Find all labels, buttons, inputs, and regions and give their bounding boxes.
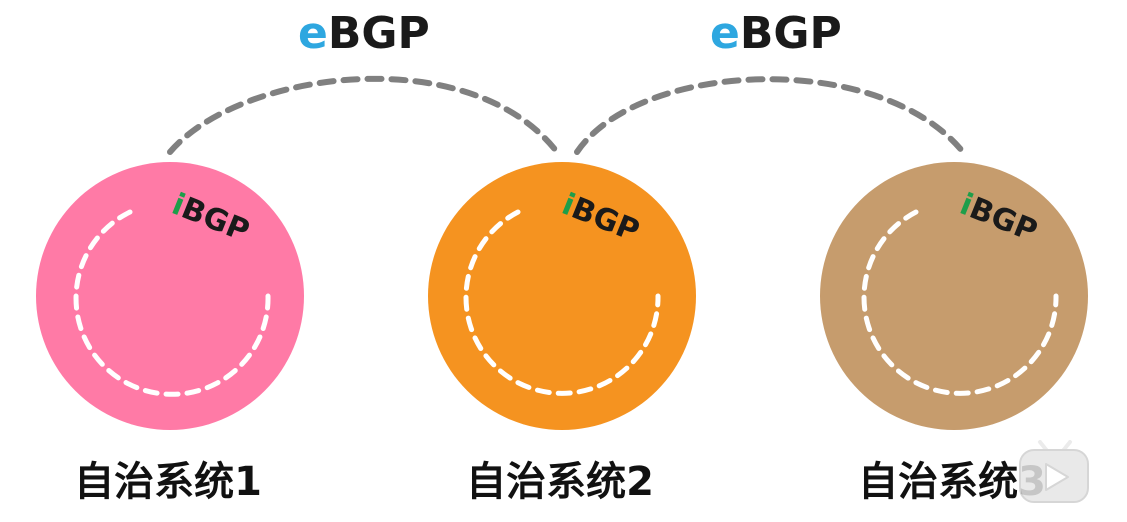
ebgp-link-1-2 [167, 75, 560, 155]
autonomous-system-1: iBGP [36, 162, 304, 430]
ibgp-ring [463, 209, 661, 396]
video-play-icon [1019, 440, 1089, 503]
ibgp-ring [73, 209, 271, 397]
ebgp-label-prefix: e [298, 8, 328, 59]
as-label-1: 自治系统1 [74, 459, 262, 505]
ibgp-ring [861, 209, 1059, 396]
as-label-2: 自治系统2 [466, 459, 654, 505]
autonomous-system-2: iBGP [428, 162, 696, 430]
ebgp-label-suffix: BGP [328, 8, 430, 59]
ebgp-label-2: eBGP [710, 8, 842, 59]
ebgp-link-2-3 [574, 76, 966, 155]
ebgp-label-suffix: BGP [740, 8, 842, 59]
ebgp-label-prefix: e [710, 8, 740, 59]
ebgp-label-1: eBGP [298, 8, 430, 59]
autonomous-system-3: iBGP [820, 162, 1088, 430]
as-label-3: 自治系统3 [858, 459, 1046, 505]
as-circle [820, 162, 1088, 430]
